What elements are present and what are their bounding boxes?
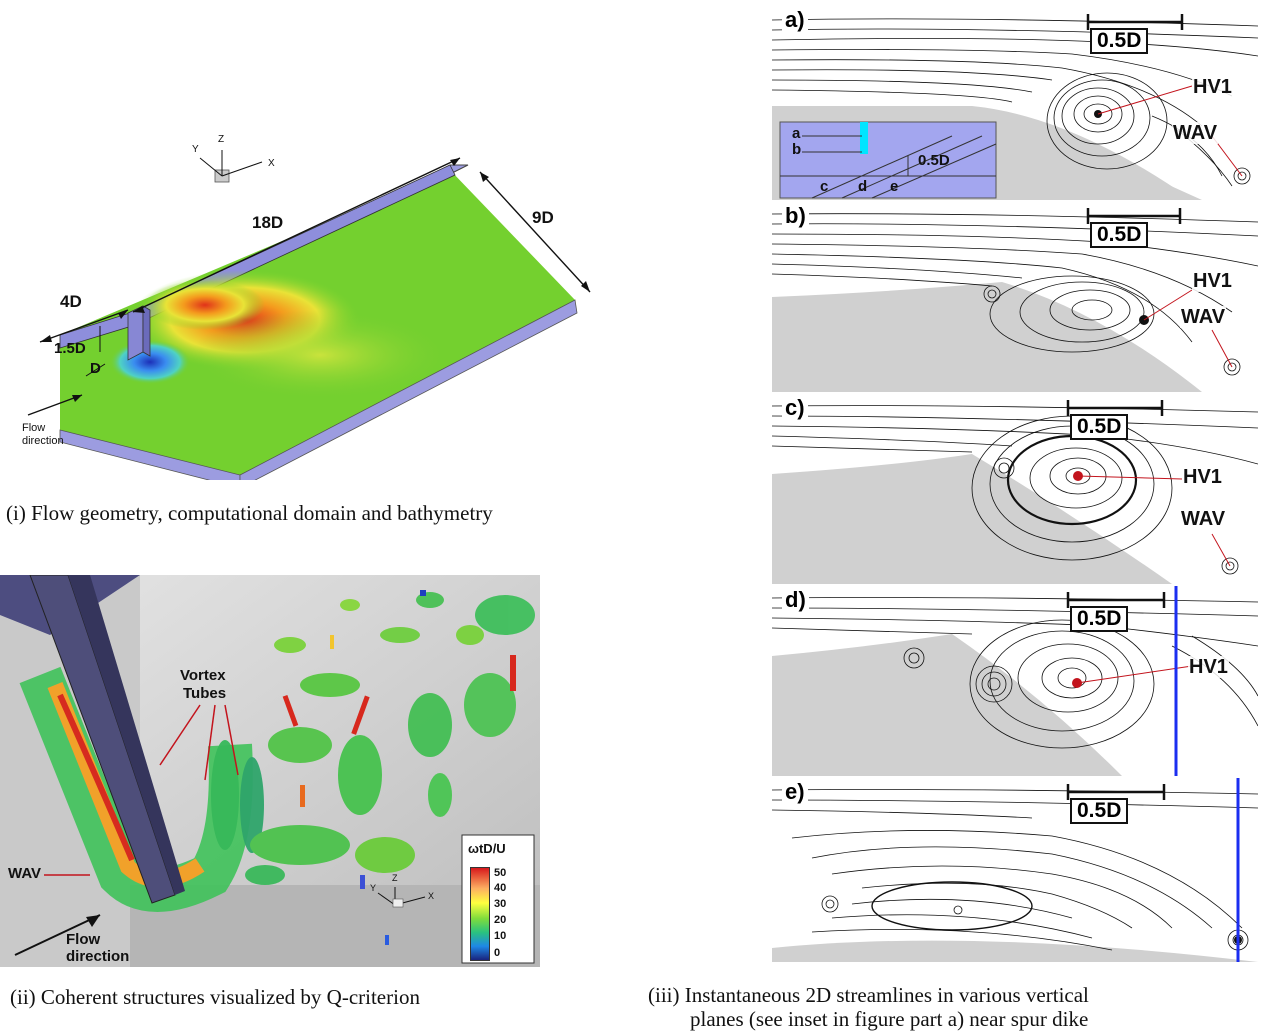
caption-i: (i) Flow geometry, computational domain …: [6, 501, 493, 525]
wav-label: WAV: [1180, 306, 1227, 328]
inset-label-a: a: [792, 125, 801, 142]
figure-ii: Vortex Tubes WAV Flow direction Z X Y ωt…: [0, 575, 540, 967]
scale-bar-label: 0.5D: [1090, 222, 1149, 248]
axis-x-label: X: [428, 891, 435, 901]
scale-bar-label: 0.5D: [1070, 606, 1129, 632]
inset-scale-label: 0.5D: [918, 152, 950, 169]
hv1-label: HV1: [1182, 466, 1223, 488]
colorbar: [470, 867, 490, 961]
dim-4d-label: 4D: [60, 292, 82, 311]
axis-x-label: X: [268, 158, 275, 169]
streamline-panel-b: b) 0.5D HV1 WAV: [772, 202, 1258, 392]
panel-label-a: a): [782, 8, 808, 32]
q-criterion-render: [0, 575, 540, 967]
caption-iii-line1: (iii) Instantaneous 2D streamlines in va…: [648, 983, 1089, 1007]
bathymetry-3d-render: [27, 150, 591, 489]
vortex-label-line1: Vortex: [180, 667, 226, 684]
colorbar-tick: 40: [494, 882, 507, 894]
colorbar-title: ωtD/U: [468, 841, 506, 856]
scale-bar-label: 0.5D: [1090, 28, 1149, 54]
scale-bar-label: 0.5D: [1070, 414, 1129, 440]
wav-label: WAV: [1180, 508, 1227, 530]
inset-label-c: c: [820, 178, 829, 195]
hv1-label: HV1: [1188, 656, 1229, 678]
inset-label-b: b: [792, 141, 802, 158]
streamline-panel-a: a) 0.5D HV1 WAV a b c d e 0.5D: [772, 6, 1258, 200]
scale-bar-label: 0.5D: [1070, 798, 1129, 824]
panel-label-b: b): [782, 204, 809, 228]
flow-label-line2: direction: [22, 435, 64, 447]
inset-label-d: d: [858, 178, 868, 195]
colorbar-tick: 0: [494, 947, 501, 959]
wav-label: WAV: [1172, 122, 1219, 144]
axis-y-label: Y: [370, 883, 377, 893]
vortex-label-line2: Tubes: [183, 685, 227, 702]
dim-9d-label: 9D: [532, 208, 554, 227]
flow-label-line2: direction: [66, 948, 130, 965]
colorbar-tick: 20: [494, 914, 507, 926]
inset-label-e: e: [890, 178, 899, 195]
hv1-label: HV1: [1192, 270, 1233, 292]
streamline-panel-c: c) 0.5D HV1 WAV: [772, 394, 1258, 584]
panel-label-c: c): [782, 396, 808, 420]
dim-d-label: D: [90, 360, 101, 377]
streamline-panel-e: e) 0.5D: [772, 778, 1258, 962]
dim-1-5d-label: 1.5D: [54, 340, 86, 357]
colorbar-tick: 30: [494, 898, 507, 910]
figure-i: 18D 9D 4D 1.5D D Z X Y Flow direction: [0, 130, 640, 489]
caption-iii-line2: planes (see inset in figure part a) near…: [690, 1007, 1089, 1031]
colorbar-tick: 10: [494, 930, 507, 942]
flow-label-line1: Flow: [22, 422, 46, 434]
colorbar-tick: 50: [494, 867, 507, 879]
dim-18d-label: 18D: [252, 213, 284, 232]
panel-label-d: d): [782, 588, 809, 612]
streamline-panel-d: d) 0.5D HV1: [772, 586, 1258, 776]
axis-z-label: Z: [392, 873, 398, 883]
axis-y-label: Y: [192, 144, 199, 155]
axis-z-label: Z: [218, 134, 225, 145]
panel-label-e: e): [782, 780, 808, 804]
hv1-label: HV1: [1192, 76, 1233, 98]
wav-label: WAV: [8, 865, 42, 882]
caption-ii: (ii) Coherent structures visualized by Q…: [10, 985, 420, 1009]
flow-label-line1: Flow: [66, 931, 101, 948]
